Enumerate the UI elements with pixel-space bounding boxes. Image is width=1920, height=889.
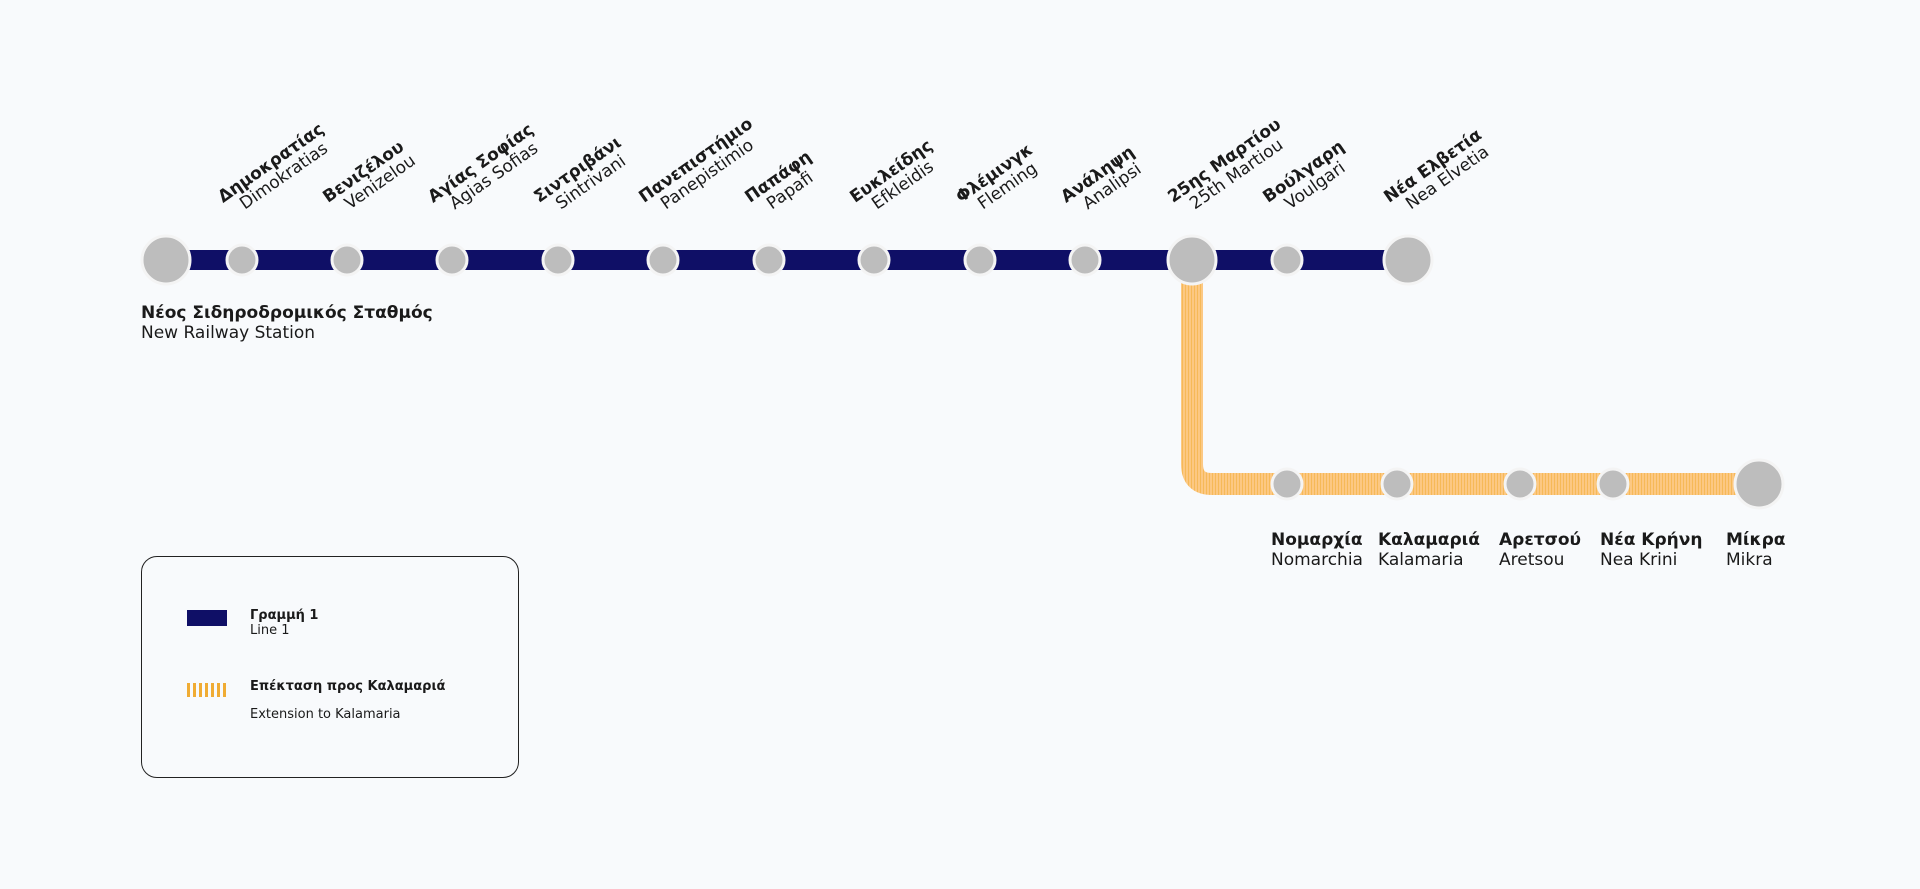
station-dot-ext-4 [1733,458,1785,510]
station-dot-line1-2 [330,243,364,277]
station-dot-line1-12 [1382,234,1434,286]
station-label-ext-1-greek: Καλαμαριά [1378,530,1480,550]
station-dot-line1-11 [1270,243,1304,277]
station-dot-line1-7 [857,243,891,277]
legend: Γραμμή 1 Line 1 Επέκταση προς Καλαμαριά … [141,556,519,778]
station-dot-line1-10 [1166,234,1218,286]
station-dot-line1-9 [1068,243,1102,277]
legend-line1-swatch [187,610,227,626]
station-dot-line1-8 [963,243,997,277]
legend-line1-label-english: Line 1 [250,623,290,638]
legend-extension-label-english: Extension to Kalamaria [250,707,401,722]
station-dot-ext-2 [1503,467,1537,501]
station-dot-line1-6 [752,243,786,277]
station-label-line1-0-english: New Railway Station [141,323,316,343]
station-label-ext-2-greek: Αρετσού [1499,530,1582,550]
station-dot-line1-3 [435,243,469,277]
legend-extension-label-greek: Επέκταση προς Καλαμαριά [250,679,446,694]
station-label-ext-0-english: Nomarchia [1271,550,1363,570]
legend-line1-label-greek: Γραμμή 1 [250,608,319,623]
station-dot-line1-0 [140,234,192,286]
station-dot-ext-1 [1380,467,1414,501]
station-label-line1-0-greek: Νέος Σιδηροδρομικός Σταθμός [141,303,433,323]
station-dot-line1-4 [541,243,575,277]
station-label-ext-1-english: Kalamaria [1378,550,1464,570]
station-label-ext-4-greek: Μίκρα [1726,530,1786,550]
station-dot-ext-3 [1596,467,1630,501]
station-label-ext-0-greek: Νομαρχία [1271,530,1363,550]
extension-line [1181,260,1759,495]
station-dot-ext-0 [1270,467,1304,501]
station-dot-line1-1 [225,243,259,277]
legend-extension-swatch [187,683,227,697]
station-dot-line1-5 [646,243,680,277]
station-label-ext-2-english: Aretsou [1499,550,1565,570]
station-label-ext-3-english: Nea Krini [1600,550,1678,570]
station-label-ext-3-greek: Νέα Κρήνη [1600,530,1703,550]
station-label-ext-4-english: Mikra [1726,550,1773,570]
